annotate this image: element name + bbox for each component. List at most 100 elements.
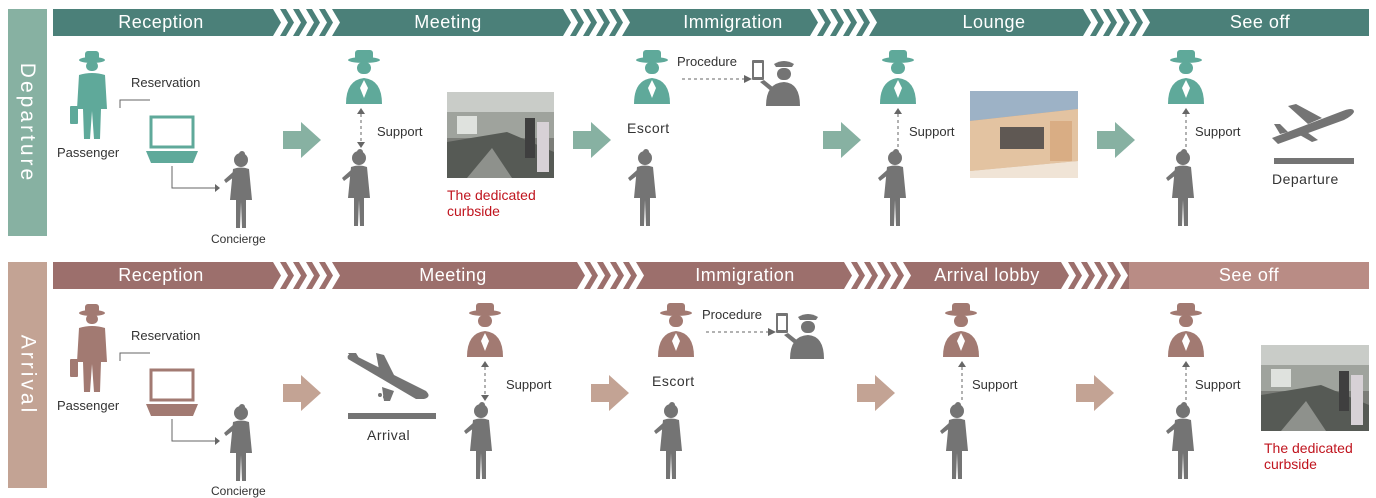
passenger-icon (70, 304, 107, 392)
plane-takeoff-icon (1272, 104, 1354, 144)
departure-stage-meeting: Meeting (414, 12, 482, 32)
support-label: Support (972, 377, 1018, 392)
runway-line (348, 413, 436, 419)
next-step-arrow-icon (283, 375, 321, 411)
concierge-label: Concierge (211, 232, 266, 246)
chevron-arrows-icon (1083, 9, 1150, 36)
vip-guest-icon (1168, 303, 1204, 357)
next-step-arrow-icon (823, 122, 861, 158)
arrival-stage-reception: Reception (118, 265, 204, 285)
vip-guest-icon (1168, 50, 1204, 104)
concierge-icon (224, 151, 252, 228)
immigration-officer-icon (776, 313, 824, 359)
immigration-officer-icon (752, 60, 800, 106)
departure-section-label: Departure (16, 62, 40, 183)
arrival-label: Arrival (367, 427, 411, 443)
escort-label: Escort (627, 120, 670, 136)
chevron-arrows-icon (1061, 262, 1128, 289)
curbside-caption: The dedicated curbside (1264, 440, 1353, 472)
laptop-icon (146, 115, 198, 163)
departure-stage-bar: Reception Meeting Immigration Lounge See… (53, 9, 1369, 36)
arrival-stage-see-off: See off (1218, 265, 1280, 285)
chevron-arrows-icon (563, 9, 630, 36)
passenger-label: Passenger (57, 398, 120, 413)
support-arrow (1182, 108, 1190, 148)
concierge-icon (1166, 402, 1194, 479)
departure-section: Departure Reception Meeting Immigration … (0, 0, 1376, 246)
procedure-arrow (682, 75, 752, 83)
concierge-icon (342, 149, 370, 226)
reservation-label: Reservation (131, 328, 201, 343)
vip-guest-icon (467, 303, 503, 357)
support-arrow (481, 361, 489, 401)
next-step-arrow-icon (857, 375, 895, 411)
support-arrow (1182, 361, 1190, 401)
procedure-label: Procedure (677, 54, 737, 69)
next-step-arrow-icon (573, 122, 611, 158)
passenger-label: Passenger (57, 145, 120, 160)
curbside-caption-line2: curbside (447, 203, 500, 219)
curbside-caption-line2: curbside (1264, 456, 1317, 472)
departure-stage-immigration: Immigration (683, 12, 783, 32)
support-label: Support (506, 377, 552, 392)
departure-label-panel: Departure (8, 9, 47, 236)
curbside-caption: The dedicated curbside (447, 187, 536, 219)
connector-lines (119, 99, 220, 192)
curbside-caption-line1: The dedicated (447, 187, 536, 203)
passenger-icon (70, 51, 107, 139)
concierge-icon (224, 404, 252, 481)
reservation-label: Reservation (131, 75, 201, 90)
support-arrow (357, 108, 365, 148)
escort-label: Escort (652, 373, 695, 389)
arrival-section-label: Arrival (16, 334, 40, 416)
departure-stage-reception: Reception (118, 12, 204, 32)
arrival-stage-meeting: Meeting (419, 265, 487, 285)
chevron-arrows-icon (273, 262, 340, 289)
vip-guest-icon (880, 50, 916, 104)
curbside-caption-line1: The dedicated (1264, 440, 1353, 456)
support-label: Support (1195, 124, 1241, 139)
departure-stage-lounge: Lounge (962, 12, 1026, 32)
laptop-icon (146, 368, 198, 416)
next-step-arrow-icon (591, 375, 629, 411)
concierge-icon (654, 402, 682, 479)
chevron-arrows-icon (844, 262, 911, 289)
next-step-arrow-icon (283, 122, 321, 158)
next-step-arrow-icon (1097, 122, 1135, 158)
curbside-photo (1261, 345, 1369, 431)
concierge-icon (940, 402, 968, 479)
runway-line (1274, 158, 1354, 164)
support-arrow (894, 108, 902, 148)
departure-stage-see-off: See off (1229, 12, 1291, 32)
support-label: Support (377, 124, 423, 139)
arrival-stage-bar: Reception Meeting Immigration Arrival lo… (53, 262, 1369, 289)
curbside-photo (447, 92, 554, 178)
support-arrow (958, 361, 966, 401)
concierge-icon (878, 149, 906, 226)
procedure-label: Procedure (702, 307, 762, 322)
plane-landing-icon (347, 353, 429, 401)
next-step-arrow-icon (1076, 375, 1114, 411)
vip-guest-icon (634, 50, 670, 104)
arrival-section: Arrival Reception Meeting Immigration Ar… (0, 253, 1376, 498)
departure-end-label: Departure (1272, 171, 1339, 187)
support-label: Support (909, 124, 955, 139)
arrival-label-panel: Arrival (8, 262, 47, 488)
arrival-stage-arrival-lobby: Arrival lobby (934, 265, 1040, 285)
support-label: Support (1195, 377, 1241, 392)
procedure-arrow (706, 328, 776, 336)
chevron-arrows-icon (810, 9, 877, 36)
chevron-arrows-icon (273, 9, 340, 36)
connector-lines (119, 352, 220, 445)
concierge-icon (628, 149, 656, 226)
chevron-arrows-icon (577, 262, 644, 289)
vip-guest-icon (943, 303, 979, 357)
vip-guest-icon (346, 50, 382, 104)
arrival-stage-immigration: Immigration (695, 265, 795, 285)
concierge-icon (1166, 149, 1194, 226)
vip-guest-icon (658, 303, 694, 357)
arrival-see-off-bg (1129, 262, 1369, 289)
concierge-label: Concierge (211, 484, 266, 498)
concierge-icon (464, 402, 492, 479)
lounge-photo (970, 91, 1078, 178)
